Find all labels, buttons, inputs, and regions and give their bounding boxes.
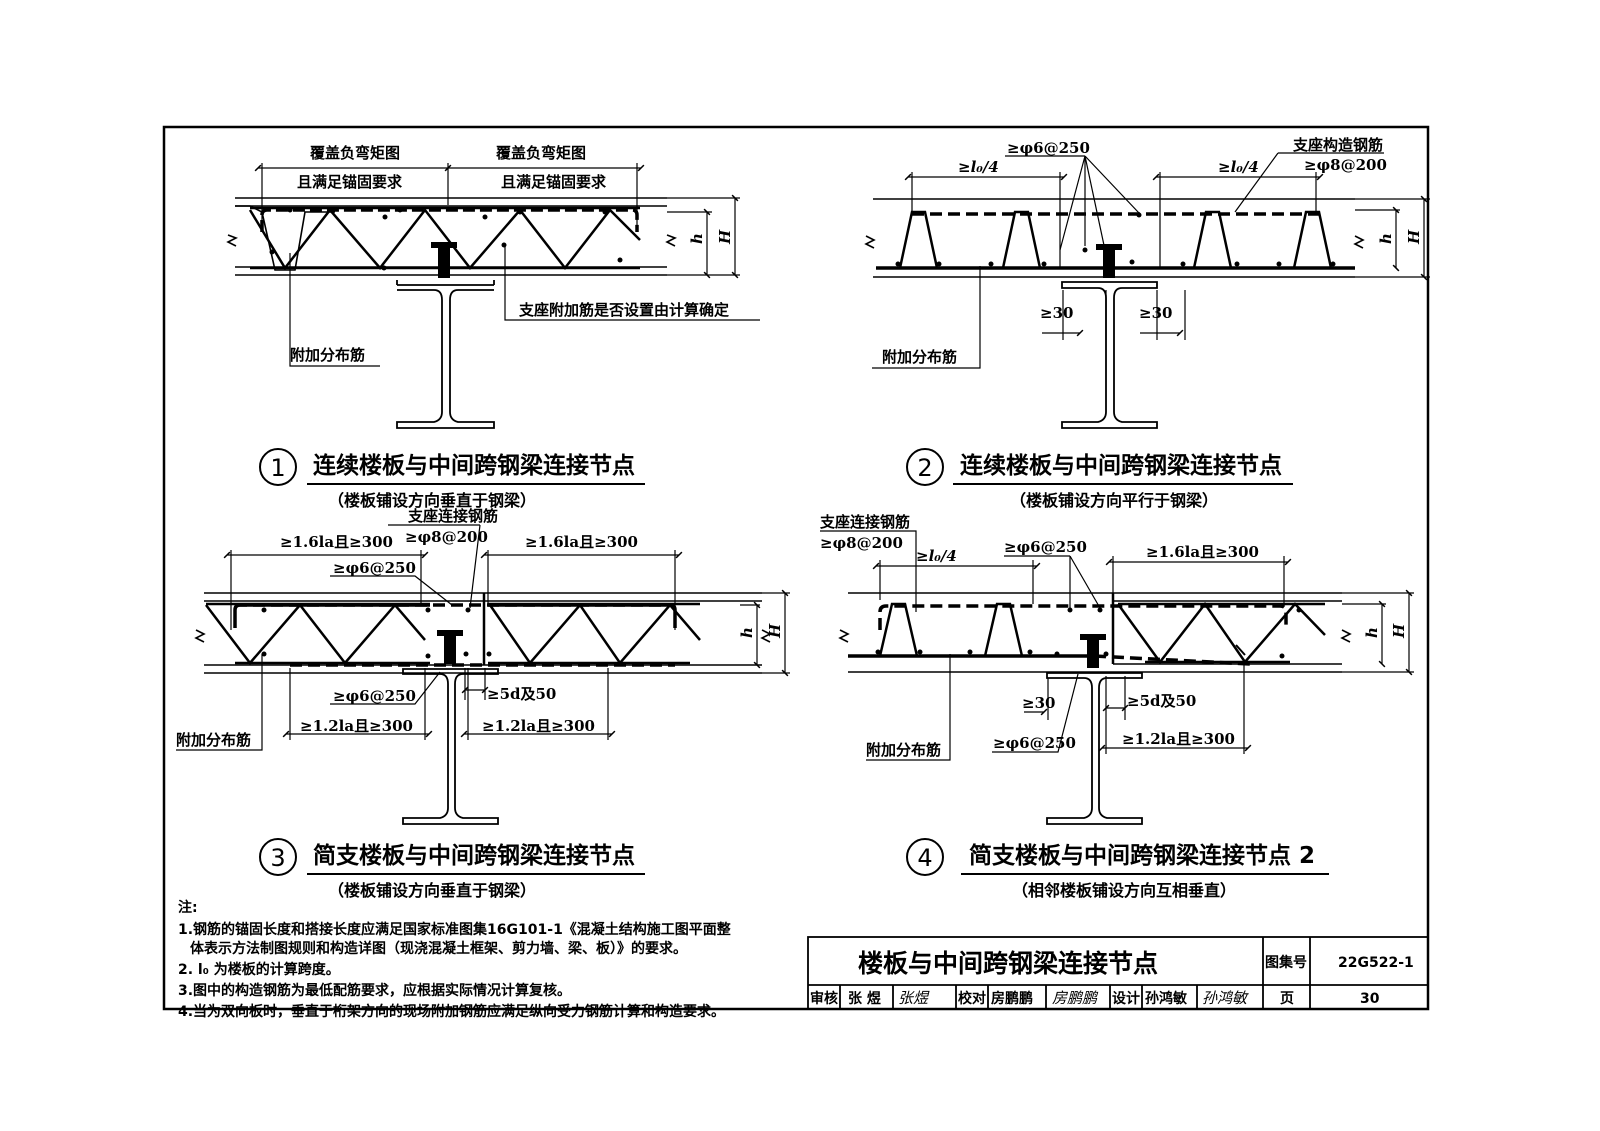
reviewer-name: 张 煜 [848,990,881,1007]
dim-5d: ≥5d及50 [1127,692,1196,710]
dim-h: h [1377,233,1395,244]
checker-signature: 房鹏鹏 [1052,989,1099,1007]
anchor-req-left: 且满足锚固要求 [297,173,403,191]
l0-label: ≥l₀/4 [916,547,957,565]
reviewer-signature: 张煜 [898,989,930,1007]
dim-h: h [688,233,706,244]
review-label: 审核 [810,990,838,1007]
detail-title: 连续楼板与中间跨钢梁连接节点 [960,452,1282,479]
designer-name: 孙鸿敏 [1145,990,1188,1007]
dim-30-right: ≥30 [1139,304,1172,322]
detail-title: 简支楼板与中间跨钢梁连接节点 2 [969,842,1315,869]
page-number: 30 [1360,991,1380,1007]
detail-title: 连续楼板与中间跨钢梁连接节点 [313,452,635,479]
sheet-frame [162,125,1430,1011]
cover-moment-left: 覆盖负弯矩图 [310,144,400,162]
detail-subtitle: （楼板铺设方向垂直于钢梁） [328,881,536,900]
atlas-number: 22G522-1 [1338,955,1414,971]
steel-beam [402,668,499,825]
note-2: 2. l₀ 为楼板的计算跨度。 [178,961,340,978]
bar6-bot-label: ≥φ6@250 [333,687,416,705]
bar6-label: ≥φ6@250 [1007,139,1090,157]
bar6-bot-label: ≥φ6@250 [993,734,1076,752]
bot-left-dim: ≥1.2la且≥300 [300,717,413,735]
detail-number: 4 [917,844,932,872]
anchor-req-right: 且满足锚固要求 [501,173,607,191]
support-conn-label: 支座连接钢筋 [819,513,910,531]
note-1b: 体表示方法制图规则和构造详图（现浇混凝土框架、剪力墙、梁、板）》的要求。 [190,940,687,957]
top-right-dim: ≥1.6la且≥300 [1146,543,1259,561]
cover-moment-right: 覆盖负弯矩图 [496,144,586,162]
design-label: 设计 [1112,990,1140,1007]
page-label: 页 [1280,991,1294,1007]
dim-h: h [738,627,756,638]
sheet-title: 楼板与中间跨钢梁连接节点 [858,949,1158,978]
check-label: 校对 [958,990,986,1007]
dim-H: H [1390,623,1408,639]
bar6-top-label: ≥φ6@250 [1004,538,1087,556]
notes: 注: 1.钢筋的锚固长度和搭接长度应满足国家标准图集16G101-1《混凝土结构… [178,899,732,1020]
truss-ribs [878,601,1326,665]
note-3: 3.图中的构造钢筋为最低配筋要求，应根据实际情况计算复核。 [178,982,571,999]
support-bar-label: 支座附加筋是否设置由计算确定 [518,301,729,319]
dist-bar-label: 附加分布筋 [882,348,957,366]
detail-subtitle: （相邻楼板铺设方向互相垂直） [1012,881,1236,900]
detail-number: 1 [270,454,285,482]
dim-H: H [766,623,784,639]
l0-left-label: ≥l₀/4 [958,158,999,176]
detail-number-circle [259,448,297,486]
dim-H: H [1405,229,1423,245]
shear-stud [444,632,456,664]
dim-H: H [716,229,734,245]
dist-bar-label: 附加分布筋 [290,346,365,364]
detail-number: 2 [917,454,932,482]
detail-subtitle: （楼板铺设方向垂直于钢梁） [328,491,536,510]
note-4: 4.当为双向板时，垂直于桁架方向的现场附加钢筋应满足纵向受力钢筋计算和构造要求。 [178,1003,725,1020]
negative-bar [260,208,639,232]
atlas-label: 图集号 [1265,954,1307,971]
shear-stud [1103,246,1115,278]
title-block: 楼板与中间跨钢梁连接节点 图集号 22G522-1 审核 张 煜 张煜 校对 房… [807,936,1429,1010]
bar8-label: ≥φ8@200 [405,528,488,546]
detail-number-circle [906,448,944,486]
steel-beam [1046,672,1143,825]
bar6-top-label: ≥φ6@250 [333,559,416,577]
truss-ribs [898,210,1333,269]
support-struct-label: 支座构造钢筋 [1292,136,1383,154]
checker-name: 房鹏鹏 [991,990,1033,1007]
notes-heading: 注: [178,899,198,916]
bot-right-dim: ≥1.2la且≥300 [1122,730,1235,748]
dim-30: ≥30 [1022,694,1055,712]
detail-number-circle [906,838,944,876]
dist-bar-label: 附加分布筋 [866,741,941,759]
bar8-label: ≥φ8@200 [1304,156,1387,174]
detail-1: 覆盖负弯矩图 且满足锚固要求 覆盖负弯矩图 且满足锚固要求 h H 附加分布筋 … [226,144,760,510]
detail-2: ≥φ6@250 支座构造钢筋 ≥φ8@200 ≥l₀/4 ≥l₀/4 ≥30 ≥… [864,136,1430,510]
bar8-label: ≥φ8@200 [820,534,903,552]
steel-beam [396,280,495,429]
detail-4: 支座连接钢筋 ≥φ8@200 ≥l₀/4 ≥φ6@250 ≥1.6la且≥300… [819,513,1414,900]
bot-right-dim: ≥1.2la且≥300 [482,717,595,735]
detail-subtitle: （楼板铺设方向平行于钢梁） [1010,491,1218,510]
detail-number-circle [259,838,297,876]
detail-number: 3 [270,844,285,872]
support-conn-label: 支座连接钢筋 [407,507,498,525]
top-right-dim: ≥1.6la且≥300 [525,533,638,551]
top-left-dim: ≥1.6la且≥300 [280,533,393,551]
dim-h: h [1363,627,1381,638]
shear-stud [1087,636,1099,668]
detail-title: 简支楼板与中间跨钢梁连接节点 [313,842,635,869]
dim-30-left: ≥30 [1040,304,1073,322]
detail-3: 支座连接钢筋 ≥φ8@200 ≥1.6la且≥300 ≥1.6la且≥300 ≥… [176,507,790,900]
note-1a: 1.钢筋的锚固长度和搭接长度应满足国家标准图集16G101-1《混凝土结构施工图… [178,921,732,938]
support-conn-bar [878,604,1288,630]
dim-5d: ≥5d及50 [487,685,556,703]
designer-signature: 孙鸿敏 [1202,989,1249,1007]
dist-bar-label: 附加分布筋 [176,731,251,749]
l0-right-label: ≥l₀/4 [1218,158,1259,176]
shear-stud [438,244,450,278]
